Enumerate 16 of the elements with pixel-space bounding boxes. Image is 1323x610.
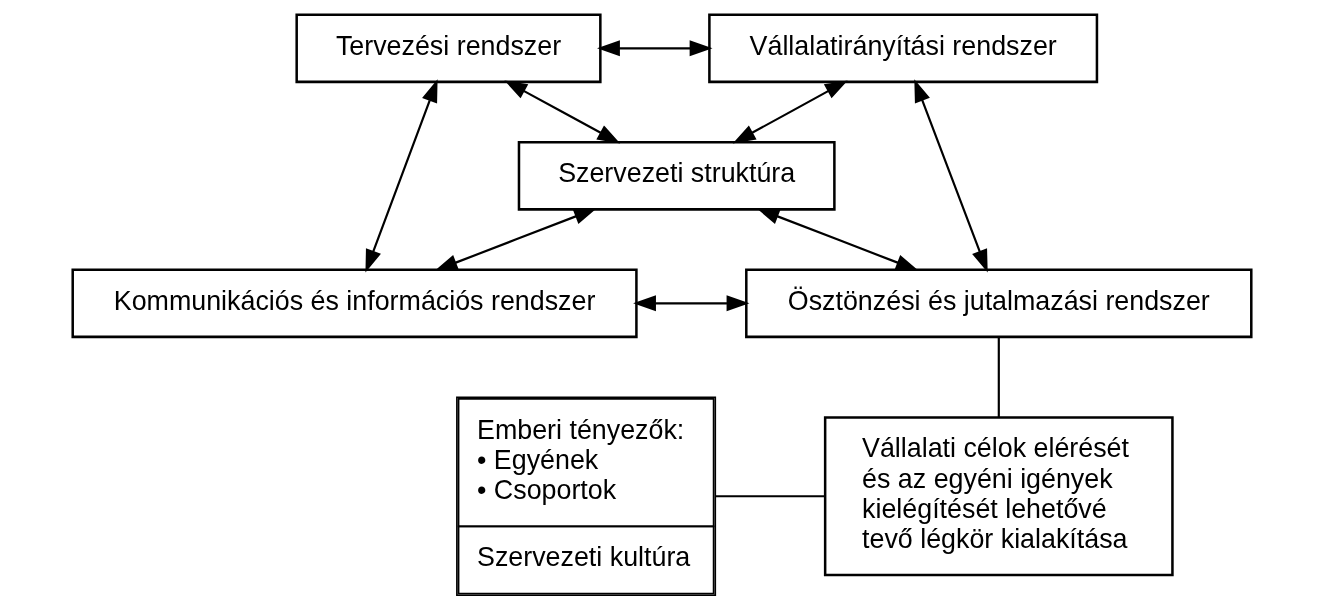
arrow <box>632 295 749 312</box>
arrow <box>503 80 620 144</box>
arrow <box>732 80 848 144</box>
arrow <box>756 208 919 271</box>
arrow <box>596 40 712 57</box>
connector <box>997 337 1000 418</box>
node-box: Kommunikációs és információs rendszer <box>70 268 638 339</box>
arrow <box>434 208 597 271</box>
arrow <box>913 79 988 273</box>
arrow <box>364 79 438 273</box>
node-box: Vállalatirányítási rendszer <box>707 13 1098 84</box>
node-box: Tervezési rendszer <box>294 13 602 84</box>
node-box: Szervezeti struktúra <box>517 141 836 211</box>
node-box: Vállalati célok elérését és az egyéni igények kielégítését lehetővé tevő légkör kialakítása <box>823 416 1174 577</box>
connector <box>715 495 825 498</box>
node-box: Ösztönzési és jutalmazási rendszer <box>744 268 1253 339</box>
